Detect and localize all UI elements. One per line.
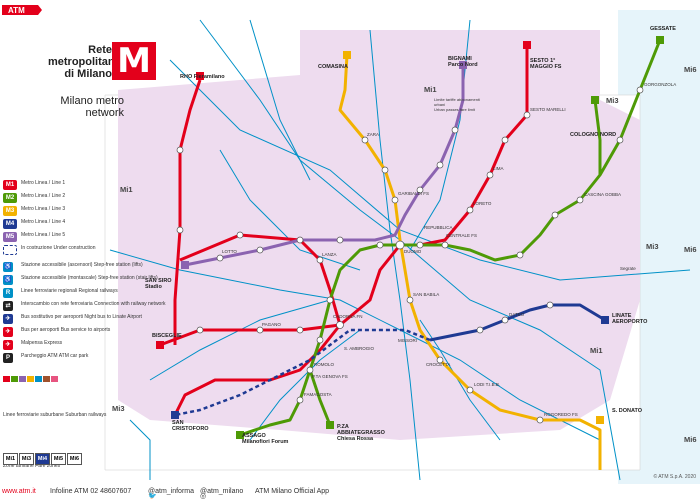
zone-label-mi3-sw: Mi3 [112, 404, 125, 413]
suburban-lines [109, 19, 691, 481]
zone-badge-mi1: Mi1 [3, 453, 18, 465]
copyright: © ATM S.p.A. 2020 [653, 474, 697, 480]
legend-m5-label: Metro Linea / Line 5 [21, 232, 66, 238]
zone-label-mi1-west: Mi1 [120, 185, 133, 194]
zone-label-mi6-east: Mi6 [684, 245, 697, 254]
infoline: Infoline ATM 02 48607607 [50, 488, 132, 495]
legend-construction-swatch [3, 245, 17, 255]
legend-construction-label: In costruzione Under construction [21, 245, 96, 251]
instagram-icon: ◎ [200, 493, 207, 500]
legend-zones-label: Zone tariffarie Fare zones [3, 463, 61, 469]
legend-parking-label: Parcheggio ATM ATM car park [21, 353, 89, 359]
legend-connection-label: Interscambio con rete ferroviaria Connec… [21, 301, 166, 307]
legend-m1-badge: M1 [3, 180, 17, 190]
parking-icon: P [3, 353, 13, 363]
line-m1-rho-branch [173, 79, 202, 345]
legend-lifts-label: Stazione accessibile (ascensori) Step-fr… [21, 262, 143, 268]
twitter-icon: 🐦 [148, 493, 157, 500]
zone-label-mi3-ne: Mi3 [606, 96, 619, 105]
legend-nightbus-label: Bus sostitutivo per aeroporti Night bus … [21, 314, 142, 320]
zone-badge-mi6: Mi6 [67, 453, 82, 465]
zone-label-mi6-north: Mi6 [684, 65, 697, 74]
website-link[interactable]: www.atm.it [2, 488, 36, 495]
night-bus-icon: ✈ [3, 314, 13, 324]
page-subtitle: Milano metro network [60, 95, 124, 119]
atm-logo-text: ATM [8, 6, 25, 15]
legend-m4-label: Metro Linea / Line 4 [21, 219, 66, 225]
atm-logo: ATM [2, 5, 42, 15]
twitter-link[interactable]: 🐦 @atm_informa [148, 488, 195, 500]
accessible-icon: ♿ [3, 262, 13, 272]
legend-m3-label: Metro Linea / Line 3 [21, 206, 66, 212]
instagram-handle: @atm_milano [200, 488, 244, 495]
station-dots [176, 86, 644, 424]
legend-m4-badge: M4 [3, 219, 17, 229]
zone-label-mi1-north: Mi1 [424, 85, 437, 94]
stair-lift-icon: ♿ [3, 275, 13, 285]
terminal-markers [156, 36, 664, 439]
legend-m2-label: Metro Linea / Line 2 [21, 193, 66, 199]
legend-malpensa-label: Malpensa Express [21, 340, 63, 346]
malpensa-express-icon: ✈ [3, 340, 13, 350]
twitter-handle: @atm_informa [148, 488, 195, 495]
airport-bus-icon: ✈ [3, 327, 13, 337]
footer: www.atm.it Infoline ATM 02 48607607 🐦 @a… [0, 484, 700, 500]
app-link[interactable]: ATM Milano Official App [255, 488, 330, 495]
page-title: Rete metropolitana di Milano [48, 44, 121, 80]
interchange-icon: ⇄ [3, 301, 13, 311]
zone-badge-mi3: Mi3 [19, 453, 34, 465]
zone-label-mi1-east: Mi1 [590, 346, 603, 355]
legend-m5-badge: M5 [3, 232, 17, 242]
zone-badge-mi5: Mi5 [51, 453, 66, 465]
zone-mi1-area [118, 30, 640, 440]
legend-m2-badge: M2 [3, 193, 17, 203]
zone-label-mi6-south: Mi6 [684, 435, 697, 444]
train-icon: R [3, 288, 13, 298]
line-m4-construction [174, 328, 431, 417]
legend-suburban-label: Linee ferroviarie suburbane Suburban rai… [3, 412, 107, 418]
legend-m1-label: Metro Linea / Line 1 [21, 180, 66, 186]
legend-stairlifts-label: Stazione accessibile (montascale) Step-f… [21, 275, 158, 281]
legend-suburban-badges [3, 376, 58, 384]
legend-m3-badge: M3 [3, 206, 17, 216]
legend-regional-label: Linee ferroviarie regionali Regional rai… [21, 288, 118, 294]
legend-airportbus-label: Bus per aeroporti Bus service to airport… [21, 327, 111, 333]
line-m4 [429, 303, 606, 342]
metro-m-logo: M [112, 42, 156, 80]
instagram-link[interactable]: ◎ @atm_milano [200, 488, 244, 500]
zone-badge-mi4: Mi4 [35, 453, 50, 465]
zone-label-mi3-east: Mi3 [646, 242, 659, 251]
